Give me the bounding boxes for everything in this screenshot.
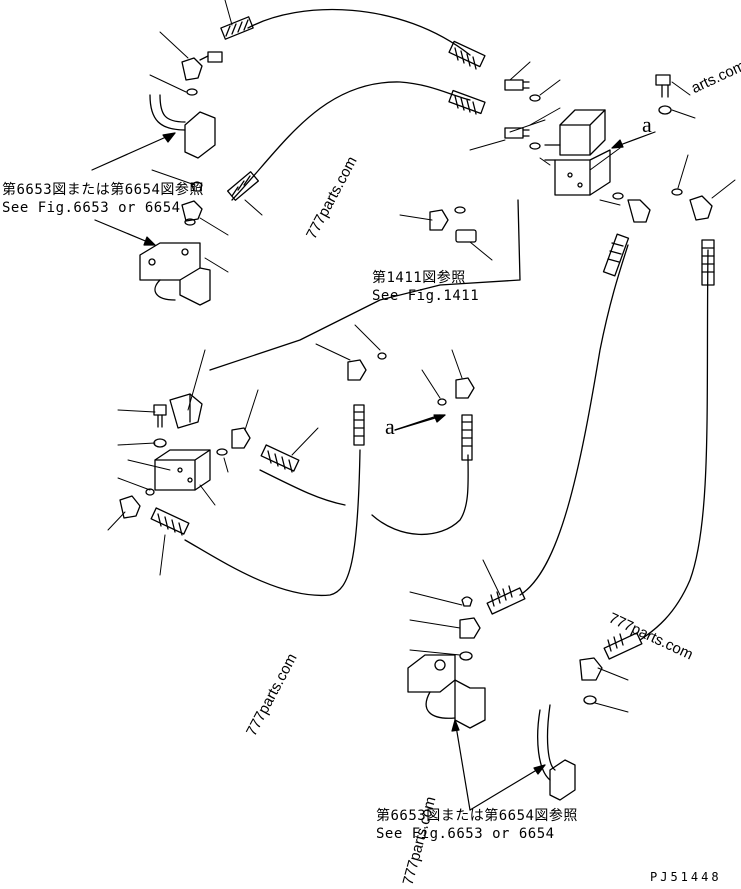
drawing-code: PJ51448 — [650, 870, 722, 884]
sleeve-vertical-2 — [461, 414, 473, 461]
cap-bottom-mid — [461, 596, 473, 607]
hose-top-second — [231, 81, 471, 201]
flange-block-top-left — [149, 94, 216, 159]
sleeve-bottom-right — [603, 632, 643, 660]
callout-top-left-jp: 第6653図または第6654図参照 — [2, 182, 204, 198]
callout-top-left-en: See Fig.6653 or 6654 — [2, 200, 181, 216]
hose-top-long — [247, 8, 471, 56]
sleeve-bottom-left — [150, 507, 190, 536]
sleeve-vertical-3 — [701, 239, 715, 286]
o-rings — [145, 88, 683, 705]
sleeve-top-1 — [220, 16, 254, 40]
sleeve-bottom-mid — [486, 585, 526, 615]
hose-sleeves — [150, 16, 715, 660]
callout-arrows — [91, 131, 656, 811]
adapter-top-mid-2 — [504, 127, 530, 139]
elbow-bottom-mid — [459, 617, 481, 639]
flange-block-left — [139, 242, 211, 306]
nipple-left-block — [455, 229, 477, 243]
reference-marker-a-lower: a — [385, 414, 395, 439]
hose-lines — [184, 8, 709, 641]
leader-lines — [107, 0, 736, 713]
sleeve-diagonal-right — [602, 233, 630, 277]
solenoid-valve — [169, 393, 203, 429]
sleeve-vertical-1 — [353, 404, 365, 446]
adapter-top-left — [207, 51, 223, 63]
flange-block-bottom-left — [407, 654, 486, 729]
hose-far-right — [639, 249, 709, 641]
bolt-top-right — [655, 74, 671, 98]
elbow-left-low — [231, 427, 251, 449]
sleeve-mid-left — [260, 444, 300, 473]
elbow-left-block — [429, 209, 449, 231]
elbow-mid-1 — [347, 359, 367, 381]
elbow-right-1 — [627, 199, 651, 223]
hose-right-long — [519, 244, 629, 596]
bolt-left-mid — [153, 404, 167, 428]
elbow-right-2 — [689, 195, 713, 221]
elbow-bottom-left — [119, 495, 141, 519]
callout-bottom-en: See Fig.6653 or 6654 — [376, 826, 555, 842]
sleeve-top-3 — [448, 89, 486, 115]
sleeve-left-mid — [227, 171, 259, 201]
cross-line-block — [209, 199, 521, 371]
adapter-top-mid — [504, 79, 530, 91]
elbow-top-left — [181, 55, 209, 81]
callout-center-en: See Fig.1411 — [372, 288, 480, 304]
hose-mid-left — [259, 469, 346, 506]
callout-bottom-jp: 第6653図または第6654図参照 — [376, 808, 578, 824]
fittings — [119, 51, 713, 681]
valve-block-upper — [544, 109, 611, 196]
elbow-left-mid — [181, 200, 203, 222]
hose-left-bottom — [184, 449, 361, 597]
elbow-mid-2 — [455, 377, 475, 399]
reference-marker-a-upper: a — [642, 112, 652, 137]
flange-block-bottom-right — [537, 704, 576, 801]
hose-center-u — [371, 454, 469, 536]
cap-left-mid — [191, 181, 203, 192]
valve-small-block — [154, 449, 211, 491]
elbow-bottom-right — [579, 657, 603, 681]
callout-center-jp: 第1411図参照 — [372, 270, 466, 286]
sleeve-top-2 — [448, 40, 486, 70]
